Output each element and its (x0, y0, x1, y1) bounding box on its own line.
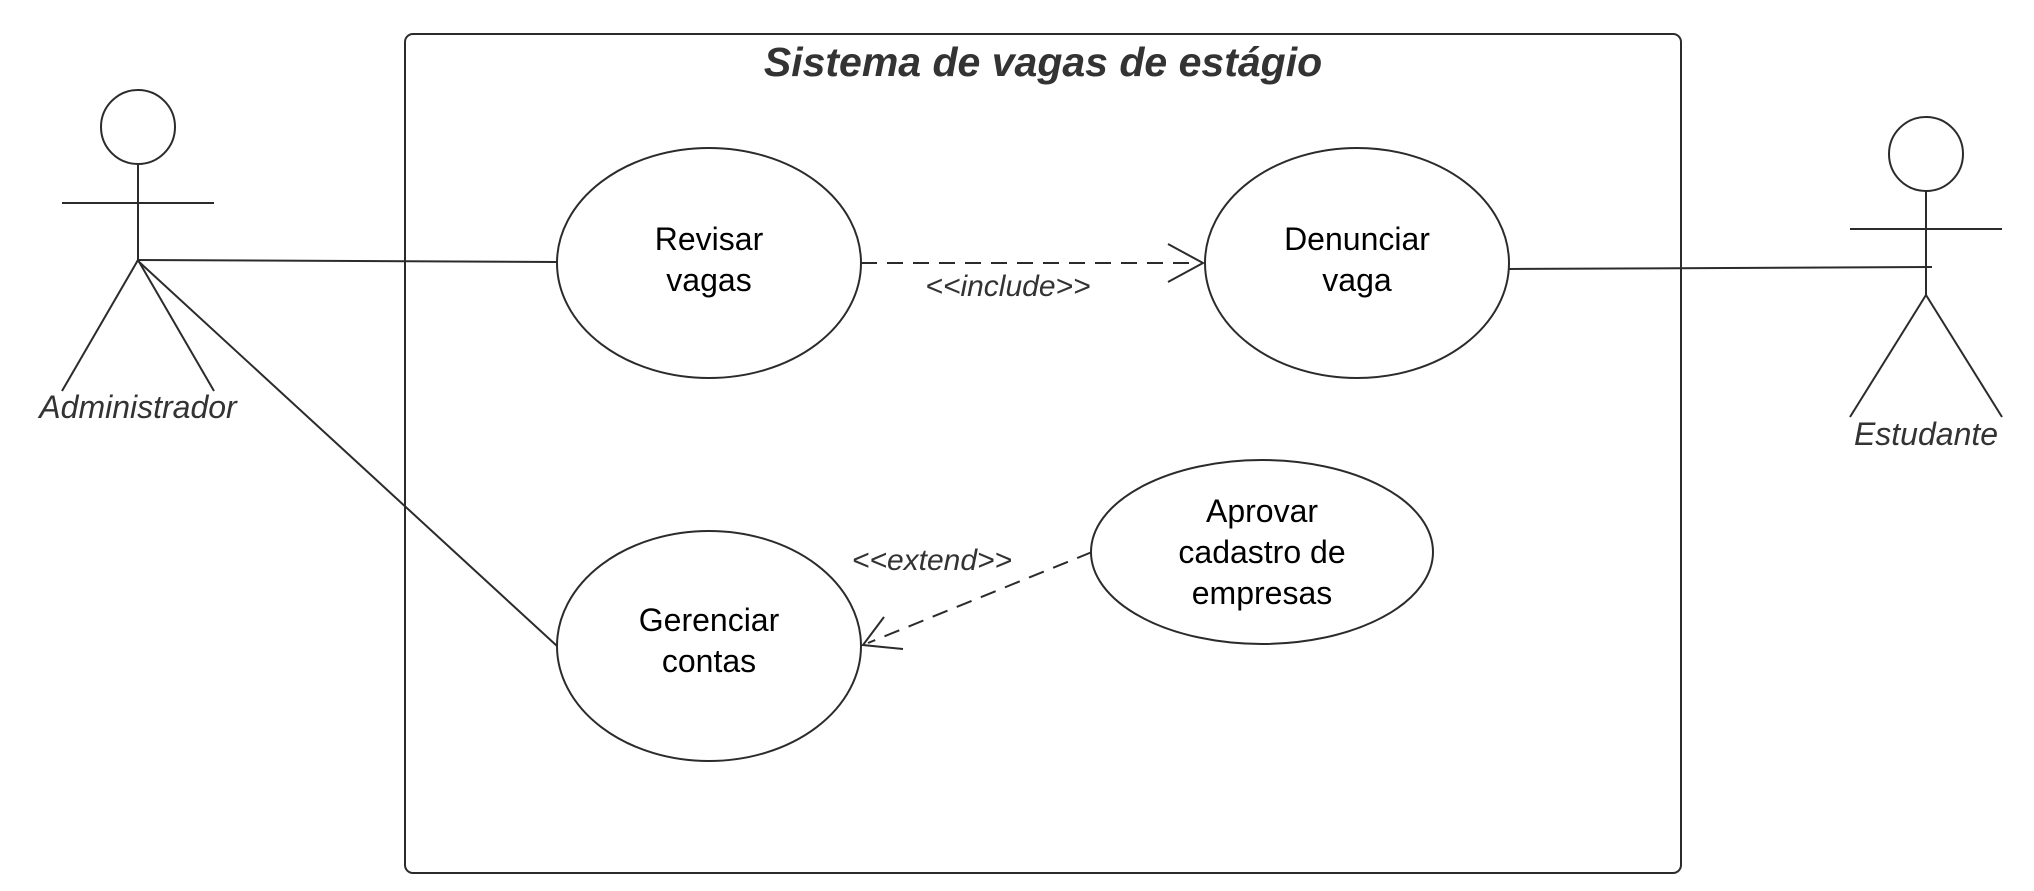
actor-administrador: Administrador (37, 89, 238, 425)
association-admin-revisar (136, 259, 558, 263)
stick-figure-icon (61, 89, 215, 392)
use-case-label-line: empresas (1192, 575, 1333, 611)
use-case-ellipse (556, 147, 862, 379)
include-relation: <<include>> (861, 243, 1206, 303)
stick-figure-icon (1849, 116, 2003, 418)
include-arrowhead (1167, 243, 1206, 283)
actor-estudante: Estudante (1849, 116, 2003, 452)
actor-label: Administrador (37, 389, 238, 425)
use-case-label-line: Denunciar (1284, 221, 1430, 257)
use-case-label-line: vagas (666, 262, 751, 298)
system-title: Sistema de vagas de estágio (764, 39, 1322, 85)
extend-dashed-line (867, 551, 1093, 644)
use-case-denunciar-vaga: Denunciar vaga (1204, 147, 1510, 379)
association-admin-gerenciar (136, 259, 558, 647)
extend-arrowhead (861, 616, 904, 650)
use-case-label-line: contas (662, 643, 756, 679)
system-boundary-box (404, 33, 1682, 874)
include-label: <<include>> (925, 270, 1090, 303)
use-case-aprovar-cadastro: Aprovar cadastro de empresas (1090, 459, 1434, 645)
associations (136, 259, 1933, 647)
association-student-denunciar (1508, 266, 1933, 270)
use-case-gerenciar-contas: Gerenciar contas (556, 530, 862, 762)
extend-label: <<extend>> (852, 544, 1012, 577)
use-case-revisar-vagas: Revisar vagas (556, 147, 862, 379)
actor-label: Estudante (1854, 416, 1998, 452)
use-case-label-line: cadastro de (1178, 534, 1345, 570)
use-case-ellipse (1090, 459, 1434, 645)
system-boundary: Sistema de vagas de estágio (404, 33, 1682, 874)
use-case-ellipse (556, 530, 862, 762)
use-case-label-line: Gerenciar (639, 602, 780, 638)
use-case-ellipse (1204, 147, 1510, 379)
use-case-label-line: Revisar (655, 221, 764, 257)
use-case-label-line: Aprovar (1206, 493, 1318, 529)
extend-relation: <<extend>> (852, 544, 1093, 650)
use-case-label-line: vaga (1322, 262, 1392, 298)
